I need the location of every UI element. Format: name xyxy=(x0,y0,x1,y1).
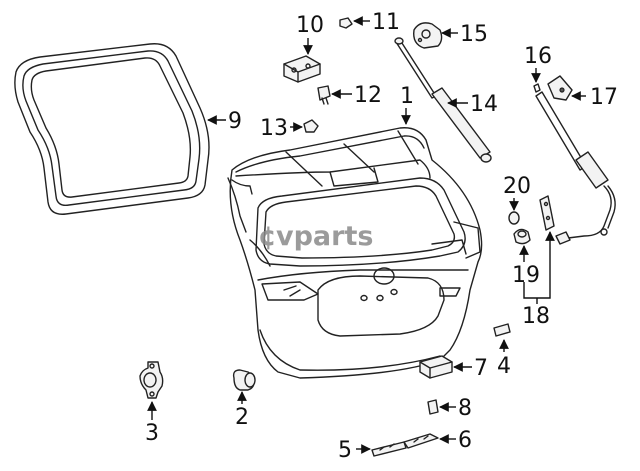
bracket-part-17 xyxy=(547,75,573,101)
callout-8: 8 xyxy=(458,396,472,421)
leader-lines xyxy=(147,16,586,454)
ball-stud-part-16 xyxy=(533,83,541,93)
callout-labels: 1 2 3 4 5 6 7 8 9 10 11 12 13 14 15 16 1… xyxy=(145,10,618,463)
watermark: ¢ vparts xyxy=(258,221,373,252)
callout-17: 17 xyxy=(590,85,618,110)
gas-strut-part-14 xyxy=(394,37,492,163)
bracket-part-10 xyxy=(283,55,321,83)
cushion-part-2 xyxy=(232,369,256,391)
grommet-part-19 xyxy=(513,228,531,245)
watermark-prefix: ¢ xyxy=(258,221,277,252)
license-lamp-part-7 xyxy=(419,355,453,379)
nut-part-13 xyxy=(303,119,319,133)
callout-16: 16 xyxy=(524,44,552,69)
watermark-text: vparts xyxy=(276,221,373,252)
clip-part-11 xyxy=(339,17,353,29)
hinge-part-3 xyxy=(139,361,164,399)
callout-9: 9 xyxy=(228,109,242,134)
power-strut xyxy=(535,91,616,245)
plate-part-15 xyxy=(413,22,443,49)
callout-2: 2 xyxy=(235,405,249,430)
callout-13: 13 xyxy=(260,116,288,141)
callout-1: 1 xyxy=(400,84,414,109)
weatherstrip-seal-part-9 xyxy=(14,43,210,215)
callout-7: 7 xyxy=(474,356,488,381)
callout-18: 18 xyxy=(522,304,550,329)
callout-12: 12 xyxy=(354,83,382,108)
cap-part-4 xyxy=(493,323,511,337)
callout-10: 10 xyxy=(296,13,324,38)
callout-5: 5 xyxy=(338,438,352,463)
callout-15: 15 xyxy=(460,22,488,47)
callout-4: 4 xyxy=(497,354,511,379)
clip-part-20 xyxy=(508,211,520,225)
callout-6: 6 xyxy=(458,428,472,453)
callout-20: 20 xyxy=(503,174,531,199)
strip-part-6 xyxy=(403,433,439,449)
bracket-part-18 xyxy=(539,195,555,231)
liftgate-part-1 xyxy=(227,127,483,379)
callout-11: 11 xyxy=(372,10,400,35)
socket-part-8 xyxy=(427,399,439,415)
bolt-part-12 xyxy=(317,85,331,105)
callout-3: 3 xyxy=(145,421,159,446)
callout-19: 19 xyxy=(512,263,540,288)
strip-part-5 xyxy=(371,441,407,457)
callout-14: 14 xyxy=(470,92,498,117)
